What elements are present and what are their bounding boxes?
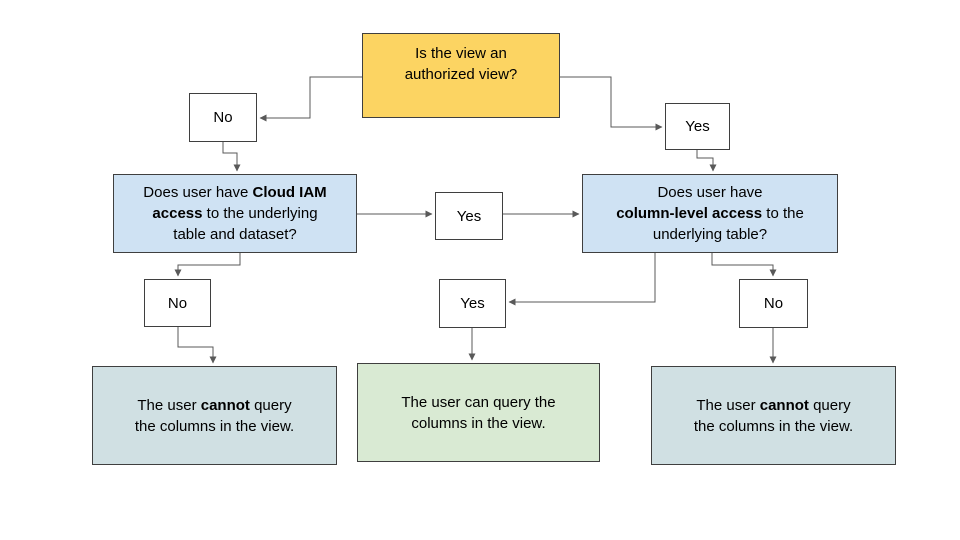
no-left-label: No bbox=[167, 294, 188, 312]
node-yes-top: Yes bbox=[665, 103, 730, 150]
no-right-label: No bbox=[763, 295, 784, 312]
result-mid-text: The user can query the columns in the vi… bbox=[401, 393, 556, 432]
iam-question-prefix: Does user have bbox=[143, 184, 253, 201]
column-question-prefix: Does user have bbox=[657, 184, 763, 201]
iam-question-text: Does user have Cloud IAM access to the u… bbox=[114, 182, 356, 245]
node-iam-question: Does user have Cloud IAM access to the u… bbox=[113, 174, 357, 253]
node-result-left-cannot-query: The user cannot query the columns in the… bbox=[92, 366, 337, 465]
node-root-question: Is the view an authorized view? bbox=[362, 33, 560, 118]
no-top-label: No bbox=[213, 109, 233, 126]
node-column-question: Does user have column-level access to th… bbox=[582, 174, 838, 253]
column-question-suffix: to the underlying table? bbox=[652, 205, 804, 243]
result-right-suffix: query the columns in the view. bbox=[693, 396, 854, 435]
node-yes-bottom: Yes bbox=[439, 279, 506, 328]
iam-question-suffix: to the underlying table and dataset? bbox=[173, 205, 318, 243]
connector-yes-top-to-column-question bbox=[696, 150, 717, 172]
node-no-right: No bbox=[739, 279, 808, 328]
iam-question-bold: Cloud IAM access bbox=[152, 184, 327, 222]
connector-column-question-to-yes-bottom bbox=[508, 253, 656, 306]
result-right-prefix: The user bbox=[696, 396, 760, 414]
result-left-bold: cannot bbox=[200, 396, 250, 414]
yes-bottom-label: Yes bbox=[460, 295, 485, 312]
connector-no-top-to-iam-question bbox=[222, 142, 241, 172]
result-right-bold: cannot bbox=[759, 396, 809, 414]
connector-root-to-yes-top bbox=[560, 76, 663, 131]
connector-column-question-to-no-right bbox=[711, 253, 777, 277]
column-question-text: Does user have column-level access to th… bbox=[583, 182, 837, 245]
node-result-right-cannot-query: The user cannot query the columns in the… bbox=[651, 366, 896, 465]
result-right-text: The user cannot query the columns in the… bbox=[652, 395, 895, 437]
result-left-text: The user cannot query the columns in the… bbox=[93, 395, 336, 437]
connector-root-to-no-top bbox=[259, 76, 362, 122]
yes-mid-label: Yes bbox=[456, 207, 482, 225]
yes-top-label: Yes bbox=[685, 118, 710, 135]
result-left-prefix: The user bbox=[137, 396, 201, 414]
connector-iam-question-to-no-left bbox=[174, 253, 241, 277]
node-no-left: No bbox=[144, 279, 211, 327]
connector-no-left-to-result-left bbox=[177, 327, 217, 364]
node-result-mid-can-query: The user can query the columns in the vi… bbox=[357, 363, 600, 462]
node-yes-mid: Yes bbox=[435, 192, 503, 240]
result-left-suffix: query the columns in the view. bbox=[134, 396, 295, 435]
root-question-text: Is the view an authorized view? bbox=[404, 45, 518, 83]
node-no-top: No bbox=[189, 93, 257, 142]
column-question-bold: column-level access bbox=[616, 205, 763, 222]
